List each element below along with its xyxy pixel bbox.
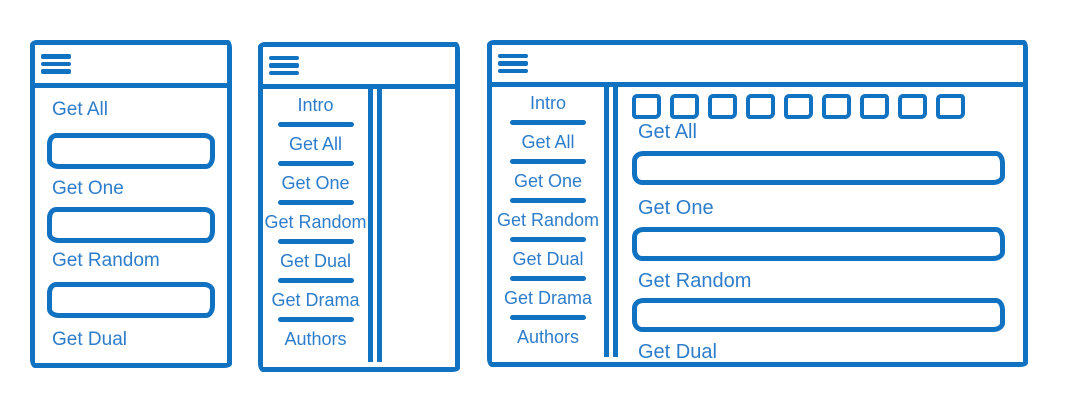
toolbar-square[interactable] (860, 94, 889, 119)
nav-item-authors[interactable]: Authors (516, 327, 580, 347)
mobile-header (35, 45, 227, 88)
divider (277, 317, 354, 322)
nav-item-get-all[interactable]: Get All (521, 132, 575, 152)
divider (277, 122, 354, 127)
text-input[interactable] (632, 298, 1005, 332)
field-label-get-dual: Get Dual (638, 341, 717, 363)
divider (277, 278, 354, 283)
text-input[interactable] (47, 282, 215, 318)
tablet-wireframe-panel: Intro Get All Get One Get Random Get Dua… (258, 42, 460, 372)
desktop-header (492, 45, 1023, 87)
mobile-content: Get All Get One Get Random Get Dual (35, 100, 227, 350)
nav-item-intro[interactable]: Intro (529, 93, 567, 113)
toolbar-square[interactable] (708, 94, 737, 119)
toolbar-square[interactable] (784, 94, 813, 119)
text-input[interactable] (632, 227, 1005, 261)
divider (277, 161, 354, 166)
desktop-content-area: Get All Get One Get Random Get Dual (613, 87, 1023, 363)
toolbar-squares (632, 94, 1005, 119)
field-label-get-one: Get One (52, 178, 124, 199)
nav-item-get-random[interactable]: Get Random (496, 210, 600, 230)
nav-item-get-dual[interactable]: Get Dual (512, 249, 584, 269)
toolbar-square[interactable] (746, 94, 775, 119)
divider (510, 159, 586, 164)
divider (277, 200, 354, 205)
toolbar-square[interactable] (898, 94, 927, 119)
toolbar-square[interactable] (822, 94, 851, 119)
hamburger-icon[interactable] (498, 53, 528, 74)
divider (510, 276, 586, 281)
tablet-body: Intro Get All Get One Get Random Get Dua… (263, 89, 455, 362)
field-label-get-all: Get All (52, 99, 108, 120)
nav-item-get-one[interactable]: Get One (281, 173, 350, 193)
field-label-get-dual: Get Dual (52, 329, 127, 350)
nav-item-get-dual[interactable]: Get Dual (279, 251, 352, 271)
hamburger-icon[interactable] (41, 54, 71, 74)
text-input[interactable] (47, 133, 215, 169)
text-input[interactable] (47, 207, 215, 243)
nav-item-get-one[interactable]: Get One (513, 171, 583, 191)
hamburger-icon[interactable] (269, 55, 299, 76)
divider (510, 120, 586, 125)
divider (510, 315, 586, 320)
field-label-get-one: Get One (638, 197, 714, 219)
toolbar-square[interactable] (936, 94, 965, 119)
desktop-wireframe-panel: Intro Get All Get One Get Random Get Dua… (487, 40, 1028, 367)
tablet-header (263, 47, 455, 89)
field-label-get-random: Get Random (52, 250, 160, 271)
toolbar-square[interactable] (632, 94, 661, 119)
nav-item-get-random[interactable]: Get Random (264, 212, 367, 232)
divider (277, 239, 354, 244)
nav-item-intro[interactable]: Intro (297, 95, 334, 115)
divider (510, 237, 586, 242)
tablet-content-area (377, 89, 455, 362)
field-label-get-all: Get All (638, 121, 697, 143)
text-input[interactable] (632, 151, 1005, 185)
mobile-wireframe-panel: Get All Get One Get Random Get Dual (30, 40, 232, 368)
toolbar-square[interactable] (670, 94, 699, 119)
field-label-get-random: Get Random (638, 270, 752, 292)
divider (510, 198, 586, 203)
desktop-body: Intro Get All Get One Get Random Get Dua… (492, 87, 1023, 363)
nav-item-get-all[interactable]: Get All (288, 134, 343, 154)
desktop-sidebar: Intro Get All Get One Get Random Get Dua… (492, 87, 609, 357)
nav-item-get-drama[interactable]: Get Drama (271, 290, 360, 310)
nav-item-authors[interactable]: Authors (284, 329, 347, 349)
tablet-sidebar: Intro Get All Get One Get Random Get Dua… (263, 89, 373, 362)
nav-item-get-drama[interactable]: Get Drama (503, 288, 593, 308)
